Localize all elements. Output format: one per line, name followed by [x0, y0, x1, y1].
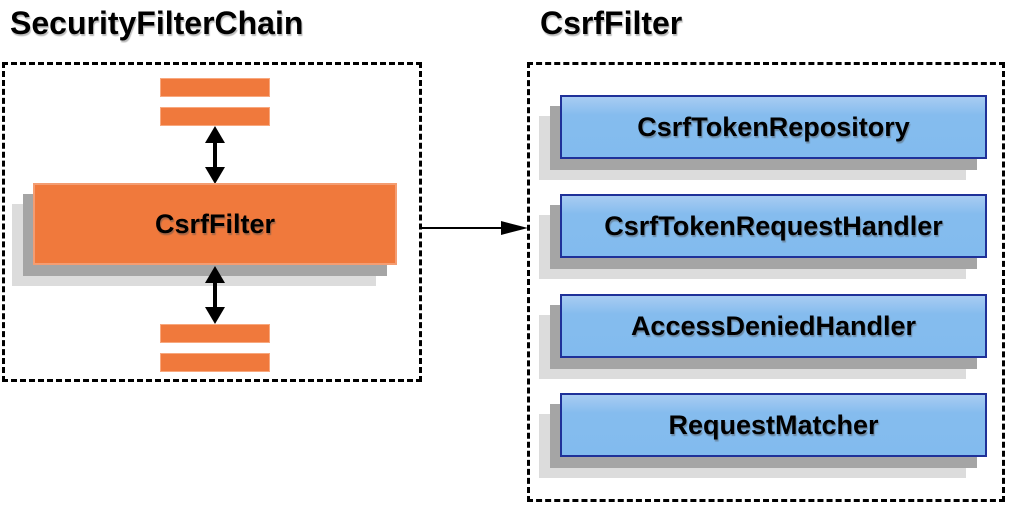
filter-chain-bar [160, 107, 270, 126]
component-box-requestmatcher: RequestMatcher [560, 393, 987, 457]
component-box-csrftokenrepository: CsrfTokenRepository [560, 95, 987, 159]
component-label: CsrfTokenRepository [637, 111, 910, 142]
component-box-csrftokenrequesthandler: CsrfTokenRequestHandler [560, 194, 987, 258]
filter-chain-bar [160, 78, 270, 97]
component-label: RequestMatcher [668, 409, 879, 440]
component-box-accessdeniedhandler: AccessDeniedHandler [560, 294, 987, 358]
double-arrow-icon [205, 126, 225, 184]
csrffilter-panel: CsrfTokenRepository CsrfTokenRequestHand… [527, 62, 1005, 502]
flow-arrow-icon [422, 221, 528, 235]
csrffilter-box: CsrfFilter [33, 183, 397, 265]
filter-chain-bar [160, 353, 270, 372]
component-label: AccessDeniedHandler [630, 310, 917, 341]
filter-chain-bar [160, 324, 270, 343]
csrffilter-box-label: CsrfFilter [154, 208, 276, 239]
double-arrow-icon [205, 266, 225, 324]
securityfilterchain-panel: CsrfFilter [2, 62, 422, 382]
csrffilter-title: CsrfFilter [540, 5, 683, 41]
component-label: CsrfTokenRequestHandler [604, 210, 943, 241]
securityfilterchain-title: SecurityFilterChain [10, 5, 304, 41]
